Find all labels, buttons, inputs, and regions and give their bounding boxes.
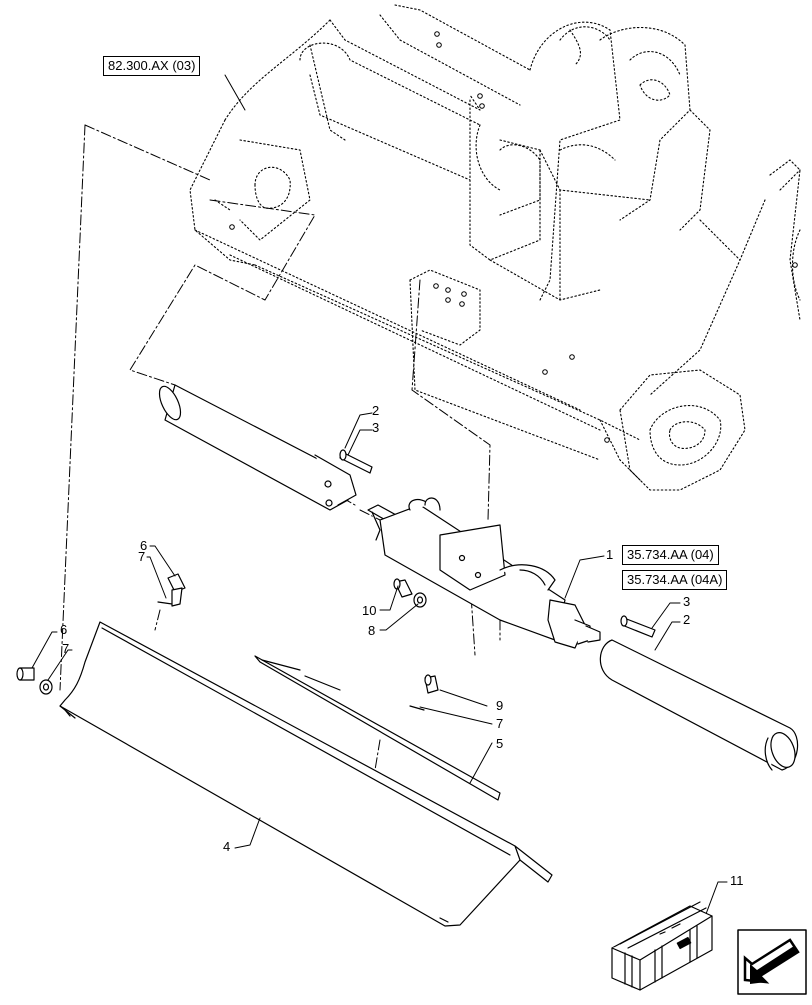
callout-9: 9 [496,698,504,713]
callout-5: 5 [496,736,504,751]
roll-pin-upper [339,449,373,474]
callout-3-lower: 3 [683,594,691,609]
frame-holes [229,31,798,443]
callout-7-left: 7 [62,641,70,656]
callout-7-right: 7 [496,716,504,731]
callout-6-top: 6 [140,538,148,553]
callout-11: 11 [730,873,744,888]
pin-upper [158,384,357,511]
callout-2-upper: 2 [372,403,380,418]
callout-4: 4 [223,839,231,854]
callout-7-top: 7 [138,549,146,564]
loader-frame-phantom [189,4,801,491]
callout-2-lower: 2 [683,612,691,627]
callout-8: 8 [368,623,376,638]
ref-cylinder-04[interactable]: 35.734.AA (04) [622,545,719,565]
pin-lower [599,639,799,771]
strip [254,655,501,801]
callout-6-left: 6 [60,622,68,637]
ref-cylinder-04a[interactable]: 35.734.AA (04A) [622,570,728,590]
bolt-washer-top [157,573,186,607]
bolt-washer-left [16,667,53,695]
roll-pin-lower [620,615,656,638]
callout-1: 1 [606,547,614,562]
callout-10: 10 [362,603,377,618]
ref-loader-frame[interactable]: 82.300.AX (03) [103,56,201,76]
hydraulic-cylinder [367,497,601,649]
kit-crate-icon [611,901,713,991]
bolt-right [409,674,439,711]
bolt-washer-middle [393,578,427,608]
cover-plate [59,621,553,927]
next-page-arrow-icon[interactable] [737,929,807,995]
callout-3-upper: 3 [372,420,380,435]
leader-lines [31,74,728,931]
